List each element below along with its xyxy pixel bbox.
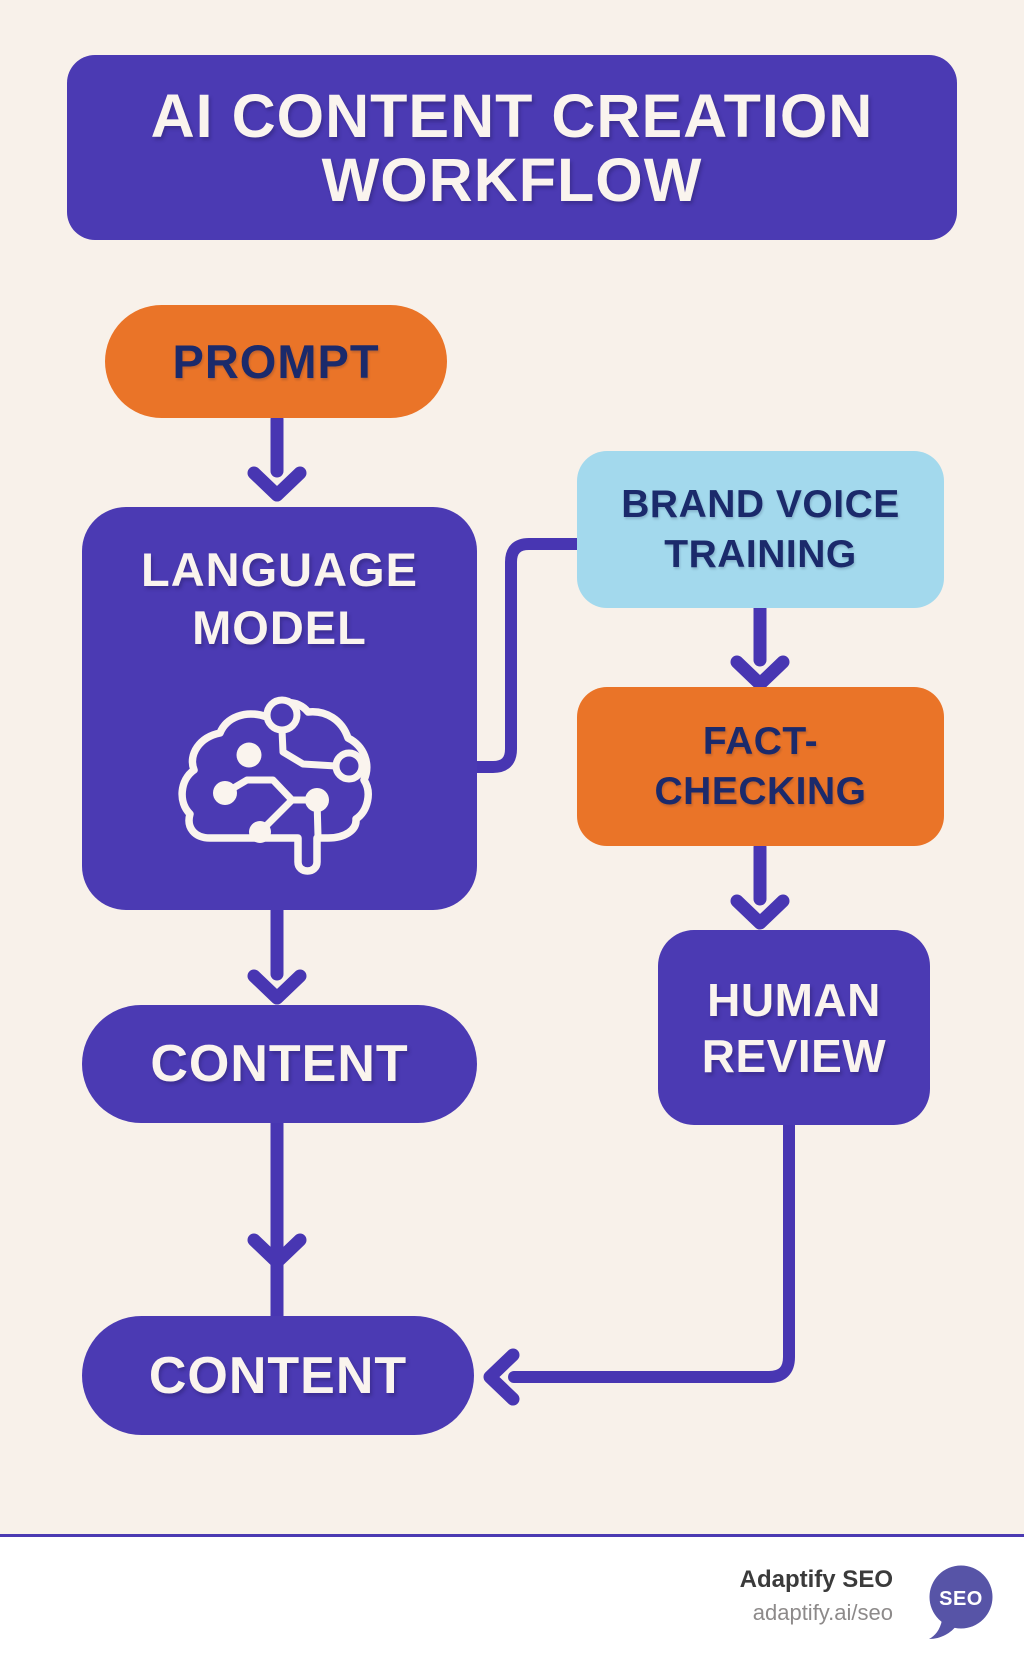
- node-content-draft: CONTENT: [82, 1005, 477, 1123]
- footer-brand-block: Adaptify SEO adaptify.ai/seo: [740, 1563, 893, 1629]
- arrow-brand-voice-to-fact-checking: [730, 597, 790, 691]
- node-fact-checking: FACT- CHECKING: [577, 687, 944, 846]
- arrow-content-to-content-final: [247, 1116, 307, 1323]
- node-content-final-label: CONTENT: [148, 1346, 408, 1405]
- connector-human-review-to-content-final: [483, 1119, 795, 1406]
- seo-badge-label: SEO: [939, 1588, 983, 1610]
- node-human-review-line-2: REVIEW: [701, 1029, 887, 1082]
- node-content-draft-label: CONTENT: [150, 1035, 409, 1093]
- arrow-prompt-to-language-model: [247, 412, 307, 502]
- brain-circuit-icon: [178, 696, 372, 875]
- node-brand-voice-line-1: BRAND VOICE: [621, 482, 900, 526]
- arrow-fact-checking-to-human-review: [730, 840, 790, 930]
- footer-divider-line: [0, 1534, 1024, 1537]
- node-language-model-line-2: MODEL: [192, 601, 367, 654]
- node-human-review-line-1: HUMAN: [707, 973, 881, 1026]
- node-language-model: LANGUAGE MODEL: [82, 507, 477, 910]
- node-human-review: HUMAN REVIEW: [658, 930, 930, 1125]
- arrow-language-model-to-content: [247, 903, 307, 1005]
- seo-badge speech-bubble-icon: SEO: [929, 1565, 993, 1639]
- node-fact-checking-line-2: CHECKING: [654, 769, 867, 813]
- connector-language-model-to-brand-voice: [471, 538, 584, 773]
- node-prompt-label: PROMPT: [172, 335, 380, 388]
- footer-band: [0, 1537, 1024, 1666]
- title-banner: AI CONTENT CREATION WORKFLOW: [67, 55, 957, 240]
- node-fact-checking-line-1: FACT-: [702, 719, 819, 763]
- title-line-1: AI CONTENT CREATION: [150, 81, 874, 150]
- node-content-final: CONTENT: [82, 1316, 474, 1435]
- node-language-model-line-1: LANGUAGE: [141, 543, 418, 596]
- node-prompt: PROMPT: [105, 305, 447, 418]
- footer-brand-name: Adaptify SEO: [739, 1566, 893, 1593]
- node-brand-voice-training: BRAND VOICE TRAINING: [577, 451, 944, 608]
- node-brand-voice-line-2: TRAINING: [664, 532, 857, 576]
- title-line-2: WORKFLOW: [321, 145, 703, 214]
- footer-brand-url: adaptify.ai/seo: [752, 1600, 893, 1625]
